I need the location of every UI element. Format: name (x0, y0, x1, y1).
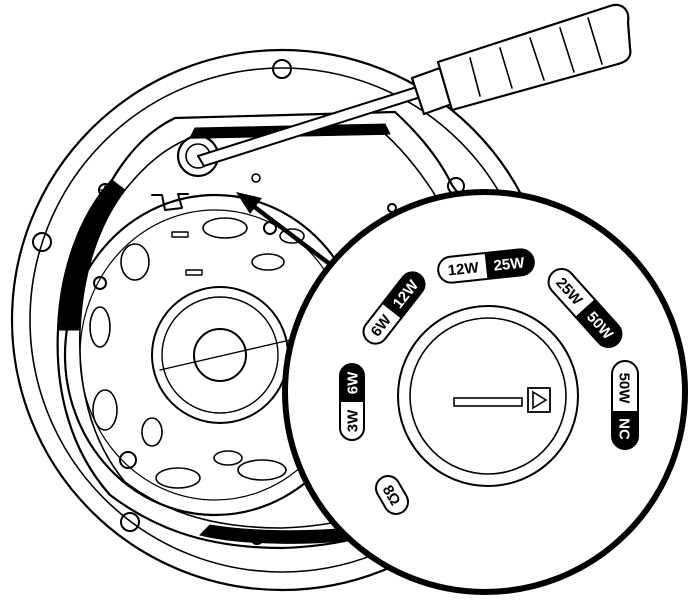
can-screw-1 (263, 221, 277, 235)
rim-hole-left (32, 232, 52, 252)
handle-grooves (469, 17, 603, 97)
tap-25w-high: 25W (493, 254, 526, 274)
rim-hole-bottom-left (120, 512, 140, 532)
tap-label-50w-nc: 50W NC (611, 360, 639, 450)
vent-slot-2 (185, 269, 203, 276)
tap-3w-low: 3W (345, 409, 362, 432)
vent-slot-1 (171, 231, 189, 238)
screwdriver (197, 3, 632, 167)
driver-wire (159, 339, 291, 371)
dial-pointer-arrow (532, 390, 548, 410)
can-screw-3 (119, 451, 137, 469)
screwdriver-shaft (197, 85, 425, 167)
tap-50w-low: 50W (616, 373, 633, 405)
tap-3w-high: 6W (345, 371, 362, 394)
small-hole (251, 173, 261, 183)
bracket-wedge-left (57, 179, 126, 331)
callout-arrow (236, 192, 338, 271)
bracket-screw-left (98, 183, 112, 197)
tap-12w-low: 12W (447, 259, 480, 279)
driver-cap (193, 328, 247, 382)
knockout-holes (89, 217, 305, 489)
back-can-tab (151, 193, 189, 211)
tap-label-25w-50w: 25W 50W (547, 267, 623, 349)
tap-dial (409, 317, 567, 475)
driver-mid (161, 296, 279, 414)
magnified-callout: 3W 6W 6W 12W 12W 25W 25W 50W 50W (282, 189, 688, 595)
tap-nc-high: NC (616, 418, 633, 440)
screwdriver-handle (436, 3, 632, 112)
can-screw-2 (93, 276, 107, 290)
impedance-label: 8Ω (375, 475, 409, 515)
bracket-screw-bottom (250, 531, 264, 545)
dial-pointer-slot (453, 397, 523, 407)
tap-label-12w-25w: 12W 25W (437, 248, 535, 284)
tap-label-3w-6w: 3W 6W (339, 363, 365, 441)
driver-outer (151, 286, 289, 424)
tap-dial-ring (397, 305, 579, 487)
rim-hole-top (272, 59, 292, 79)
